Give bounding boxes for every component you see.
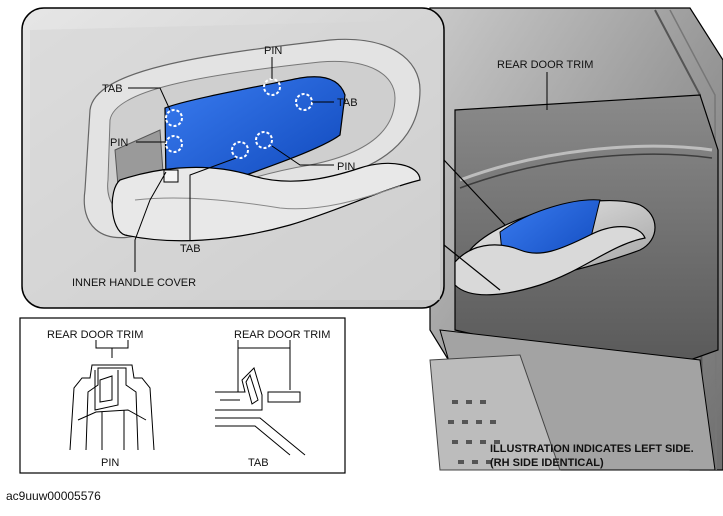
note-line-2: (RH SIDE IDENTICAL) [490, 457, 604, 469]
pin-section-title: REAR DOOR TRIM [47, 329, 143, 341]
tab-section-drawing [215, 340, 306, 456]
pin-section-caption: PIN [101, 457, 119, 469]
inner-handle-cover-label: INNER HANDLE COVER [72, 277, 196, 289]
cross-section-box: REAR DOOR TRIM PIN REAR DOOR TRIM TAB [19, 317, 346, 474]
tab-bottom-label: TAB [180, 243, 201, 255]
handle-detail-panel [21, 7, 445, 309]
note-line-1: ILLUSTRATION INDICATES LEFT SIDE. [490, 443, 694, 455]
pin-left-label: PIN [110, 137, 128, 149]
tab-left-label: TAB [102, 83, 123, 95]
pin-right-label: PIN [337, 161, 355, 173]
figure-code: ac9uuw00005576 [6, 489, 101, 503]
tab-section-title: REAR DOOR TRIM [234, 329, 330, 341]
pin-section-drawing [69, 340, 155, 451]
rear-door-trim-label: REAR DOOR TRIM [497, 59, 593, 71]
door-illustration [429, 7, 723, 471]
tab-right-label: TAB [337, 97, 358, 109]
pin-top-label: PIN [264, 45, 282, 57]
tab-section-caption: TAB [248, 457, 269, 469]
